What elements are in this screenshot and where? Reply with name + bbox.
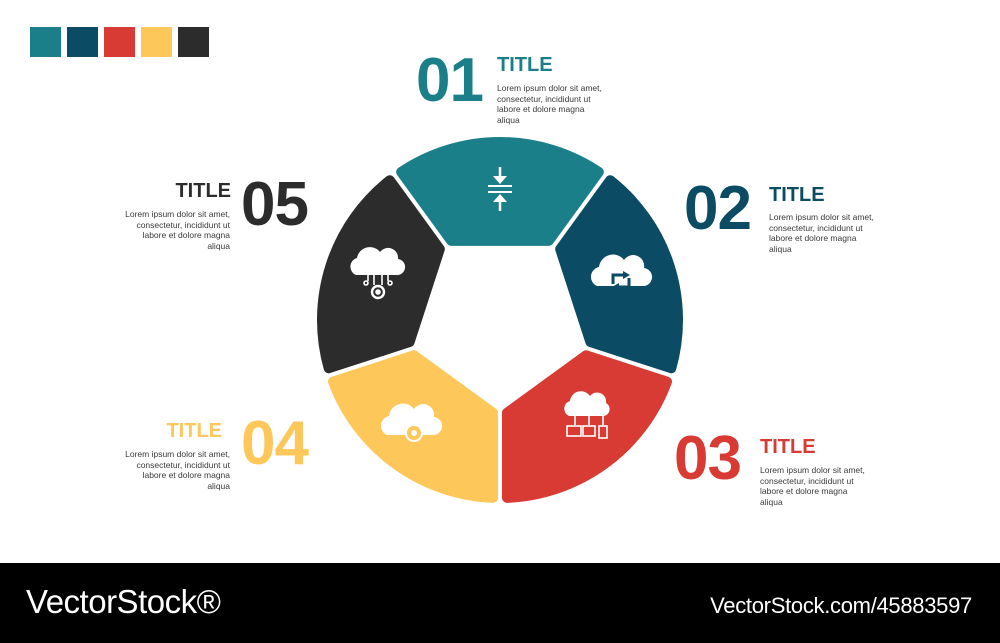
step-title: TITLE bbox=[769, 184, 825, 206]
infographic-canvas: 01 TITLE Lorem ipsum dolor sit amet, con… bbox=[30, 27, 874, 507]
palette-swatch bbox=[30, 27, 61, 57]
step-description: Lorem ipsum dolor sit amet, consectetur,… bbox=[125, 209, 230, 251]
step-description: Lorem ipsum dolor sit amet, consectetur,… bbox=[760, 465, 865, 507]
palette-swatch bbox=[178, 27, 209, 57]
step-number: 04 bbox=[241, 409, 309, 478]
color-palette bbox=[30, 27, 209, 57]
cloud-devices-icon bbox=[564, 391, 610, 439]
step-number: 03 bbox=[674, 424, 742, 493]
watermark-footer: VectorStock® VectorStock.com/45883597 bbox=[0, 563, 1000, 643]
brand-logo: VectorStock® bbox=[26, 583, 221, 620]
palette-swatch bbox=[104, 27, 135, 57]
step-number: 05 bbox=[241, 170, 309, 239]
step-description: Lorem ipsum dolor sit amet, consectetur,… bbox=[769, 212, 874, 254]
step-title: TITLE bbox=[175, 180, 231, 202]
compress-arrows-icon bbox=[488, 167, 512, 211]
cloud-sync-icon bbox=[590, 254, 653, 291]
cloud-gears-icon bbox=[380, 403, 443, 442]
step-title: TITLE bbox=[497, 54, 553, 76]
step-title: TITLE bbox=[166, 420, 222, 442]
cloud-circuit-gear-icon bbox=[350, 247, 406, 300]
step-number: 01 bbox=[416, 46, 484, 115]
source-url: VectorStock.com/45883597 bbox=[710, 593, 972, 618]
step-title: TITLE bbox=[760, 436, 816, 458]
palette-swatch bbox=[141, 27, 172, 57]
step-description: Lorem ipsum dolor sit amet, consectetur,… bbox=[125, 449, 230, 491]
palette-swatch bbox=[67, 27, 98, 57]
step-number: 02 bbox=[684, 174, 752, 243]
pentagon-ring-diagram bbox=[317, 137, 683, 503]
step-description: Lorem ipsum dolor sit amet, consectetur,… bbox=[497, 83, 602, 125]
